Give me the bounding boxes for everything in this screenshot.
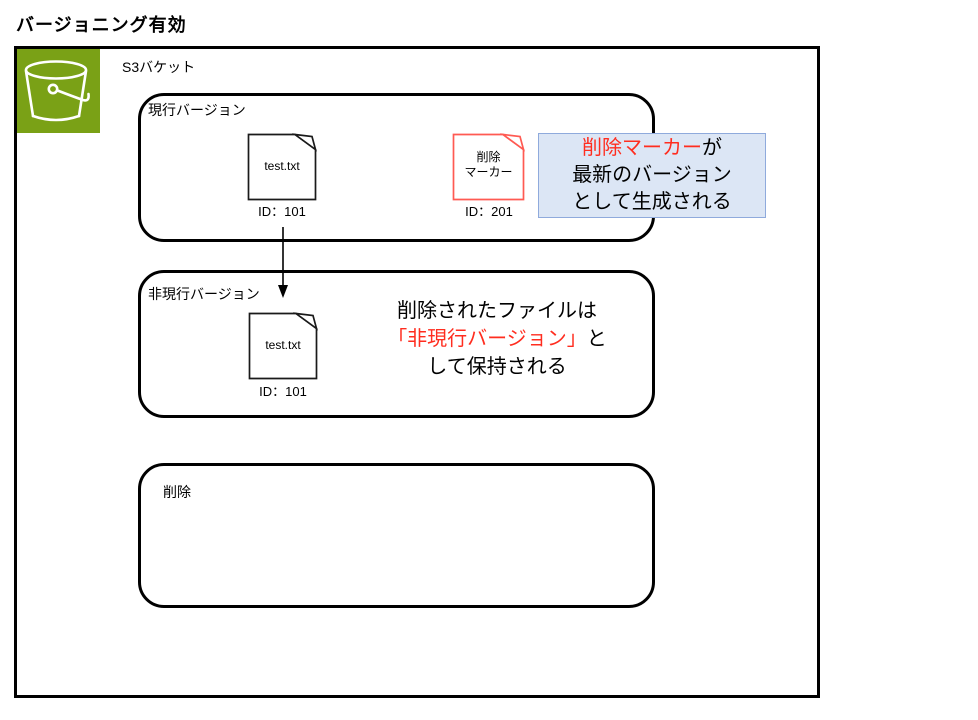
noncurrent-version-label: 非現行バージョン [148, 286, 260, 302]
callout-line-1: 削除マーカーが [582, 137, 722, 159]
document-icon [247, 133, 317, 201]
file-icon-test-txt-noncurrent: test.txt [248, 312, 318, 380]
callout-line-2: 最新のバージョン [572, 164, 732, 186]
note-line-3: して保持される [427, 356, 567, 378]
delete-marker-icon: 削除 マーカー [452, 133, 525, 201]
document-icon [248, 312, 318, 380]
file-icon-test-txt: test.txt [247, 133, 317, 201]
noncurrent-note: 削除されたファイルは 「非現行バージョン」と して保持される [340, 297, 654, 381]
page-title: バージョニング有効 [16, 15, 187, 35]
section-delete: 削除 [138, 463, 655, 608]
file-name-label: test.txt [265, 338, 301, 352]
marker-id-label: ID：201 [465, 204, 513, 219]
current-version-label: 現行バージョン [148, 102, 246, 118]
callout-line-3: として生成される [572, 191, 732, 213]
callout-delete-marker-note: 削除マーカーが 最新のバージョン として生成される [538, 133, 766, 218]
delete-label: 削除 [163, 484, 191, 500]
file-id-label: ID：101 [258, 204, 306, 219]
document-icon-red [452, 133, 525, 201]
note-line-1: 削除されたファイルは [397, 300, 597, 322]
section-noncurrent-version: 非現行バージョン test.txt ID：101 [138, 270, 655, 418]
delete-marker-text: 削除 マーカー [464, 150, 513, 179]
s3-bucket-container: S3バケット 現行バージョン test.txt ID：101 削除 マーカ [14, 46, 820, 698]
file-id-label: ID：101 [259, 384, 307, 399]
s3-bucket-label: S3バケット [122, 59, 196, 75]
s3-bucket-icon [17, 49, 100, 133]
file-name-label: test.txt [264, 159, 300, 173]
bucket-glyph [24, 60, 90, 122]
arrow-down-icon [278, 227, 288, 298]
note-line-2: 「非現行バージョン」と [387, 328, 607, 350]
